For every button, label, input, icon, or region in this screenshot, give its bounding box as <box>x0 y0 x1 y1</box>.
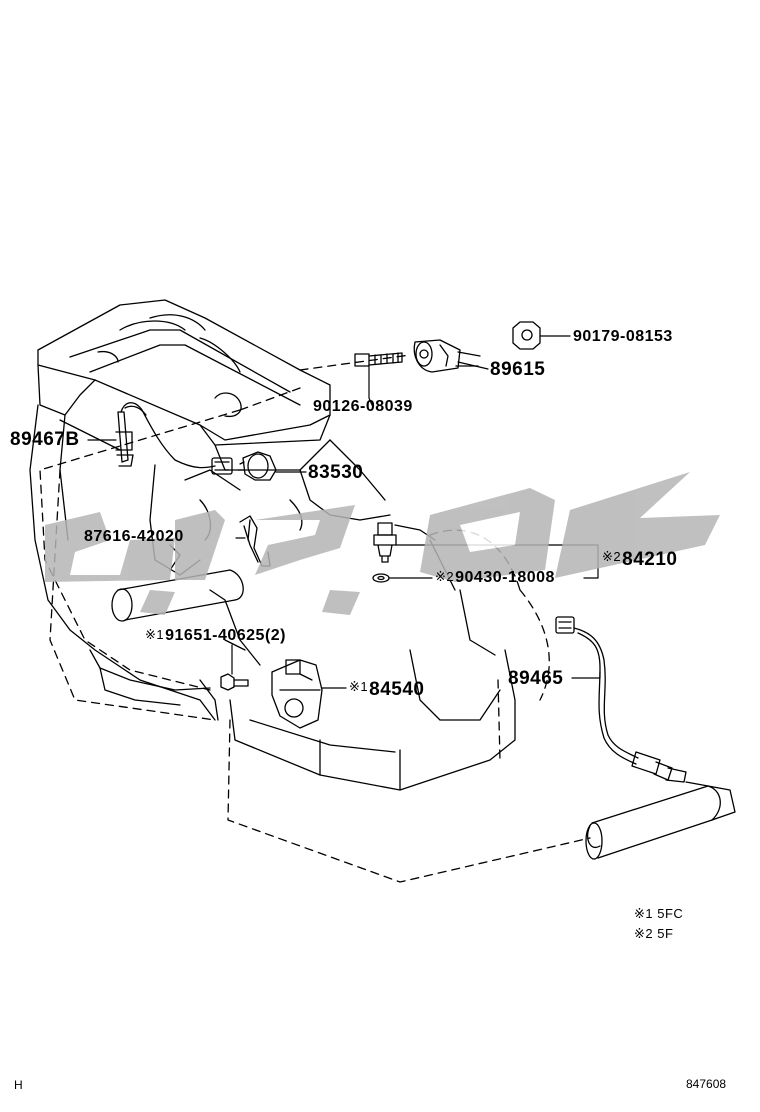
part-number: 89467B <box>10 429 80 450</box>
part-label-90179-08153[interactable]: 90179-08153 <box>573 329 673 345</box>
footer-left-code: H <box>14 1078 23 1092</box>
note-mark: ※2 <box>435 569 455 584</box>
oil-pressure-switch-part <box>237 451 277 481</box>
stud-bolt-part <box>354 352 403 367</box>
part-number: 91651-40625(2) <box>165 627 286 644</box>
part-number: 87616-42020 <box>84 528 184 545</box>
exhaust-pipe-drawing <box>585 781 736 860</box>
part-number: 90126-08039 <box>313 398 413 415</box>
note-text: 5FC <box>657 906 684 921</box>
part-label-84540[interactable]: ※184540 <box>349 680 424 699</box>
part-label-90126-08039[interactable]: 90126-08039 <box>313 399 413 415</box>
part-label-89465[interactable]: 89465 <box>508 669 563 688</box>
part-number: 90430-18008 <box>455 569 555 586</box>
note-mark: ※2 <box>602 549 622 564</box>
pressure-sensor-part <box>373 522 397 563</box>
part-number: 89615 <box>490 359 546 380</box>
nut-part <box>512 321 541 350</box>
phantom-outline-lines <box>39 354 591 883</box>
note-mark: ※1 <box>634 906 654 921</box>
part-number: 83530 <box>308 462 364 483</box>
part-number: 84210 <box>622 549 678 570</box>
part-label-87616-42020[interactable]: 87616-42020 <box>84 529 184 545</box>
part-number: 89465 <box>508 668 564 689</box>
part-label-89615[interactable]: 89615 <box>490 360 545 379</box>
knock-sensor-part <box>413 339 481 373</box>
watermark-logo <box>45 472 720 615</box>
note-line-1: ※1 5FC <box>634 907 683 920</box>
part-label-84210[interactable]: ※284210 <box>602 550 677 569</box>
part-number: 84540 <box>369 679 425 700</box>
air-fuel-sensor-part <box>115 402 233 475</box>
illustration-number: 847608 <box>686 1077 727 1091</box>
bolt-part <box>220 673 249 691</box>
gasket-part <box>372 573 390 583</box>
part-label-89467b[interactable]: 89467B <box>10 430 80 449</box>
note-mark: ※2 <box>634 926 654 941</box>
note-text: 5F <box>657 926 674 941</box>
note-mark: ※1 <box>145 627 165 642</box>
part-label-90430-18008[interactable]: ※290430-18008 <box>435 570 555 586</box>
neutral-start-switch-part <box>271 659 323 729</box>
note-mark: ※1 <box>349 679 369 694</box>
part-label-83530[interactable]: 83530 <box>308 463 363 482</box>
note-line-2: ※2 5F <box>634 927 673 940</box>
part-label-91651-40625[interactable]: ※191651-40625(2) <box>145 628 286 644</box>
oxygen-sensor-part <box>555 616 687 783</box>
part-number: 90179-08153 <box>573 328 673 345</box>
